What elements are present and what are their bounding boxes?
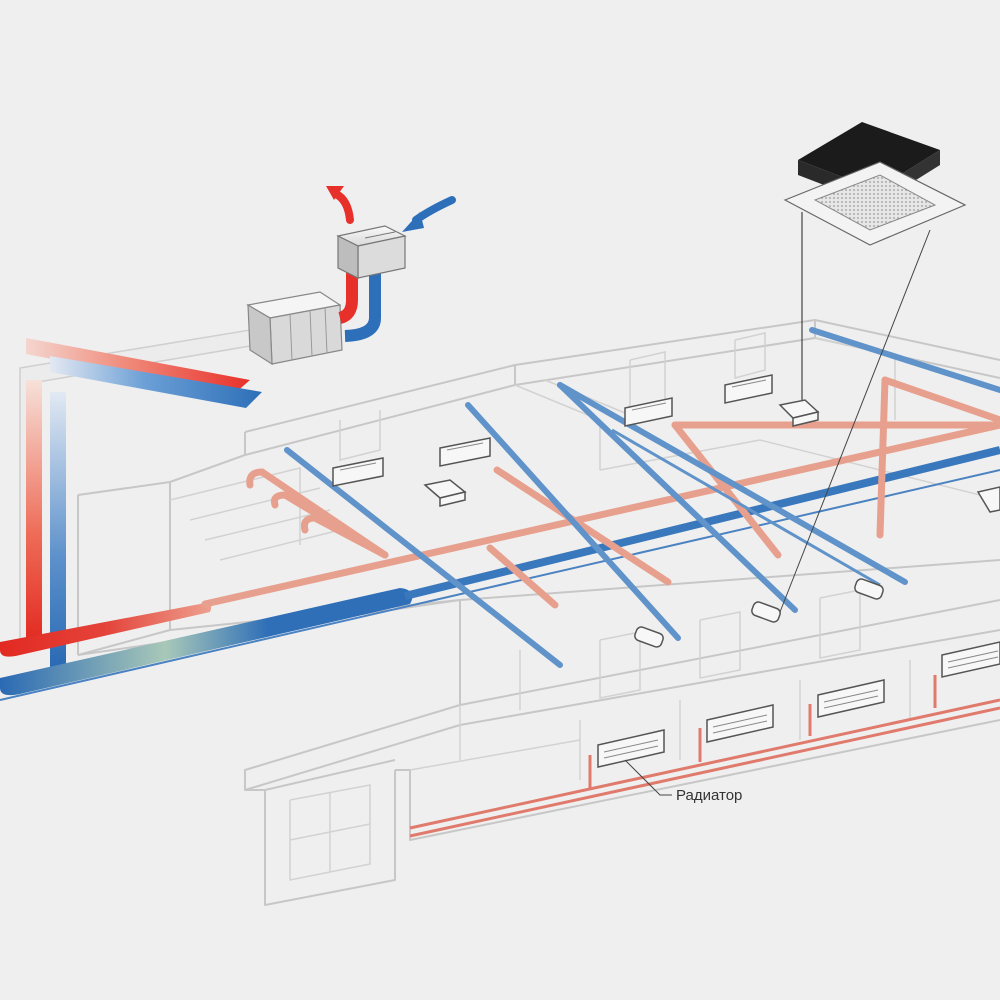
ceiling-unit: [778, 399, 820, 427]
radiator-circuit: [409, 675, 1000, 838]
main-risers: [19, 329, 264, 667]
duct-diffuser: [634, 626, 664, 648]
radiator-unit: [706, 704, 774, 743]
main-return-duct: [0, 446, 1000, 701]
fan-coil-unit: [332, 457, 384, 487]
duct-diffuser: [751, 601, 781, 623]
exhaust-arrow-icon: [326, 186, 354, 224]
radiator-unit: [817, 679, 885, 718]
ceiling-unit: [976, 486, 1000, 513]
main-supply-duct: [0, 421, 1000, 657]
duct-diffuser: [854, 578, 884, 600]
radiators: [597, 641, 1000, 768]
fan-coil-unit: [624, 397, 673, 427]
air-handling-unit: [246, 291, 343, 366]
cassette-air-conditioner: [779, 122, 967, 613]
return-branches: [284, 327, 1000, 668]
ceiling-unit: [423, 479, 467, 507]
fan-coil-units: [332, 374, 1000, 648]
radiator-callout: Радиатор: [624, 759, 742, 804]
fan-coil-unit: [724, 374, 773, 404]
supply-branches: [246, 376, 1000, 609]
radiator-unit: [597, 729, 665, 768]
radiator-label: Радиатор: [676, 787, 742, 804]
fan-coil-unit: [439, 437, 491, 467]
radiator-unit: [941, 641, 1000, 678]
intake-arrow-icon: [402, 196, 456, 232]
building-walls-lower: [244, 589, 1000, 906]
rooftop-intake-unit: [336, 225, 407, 342]
